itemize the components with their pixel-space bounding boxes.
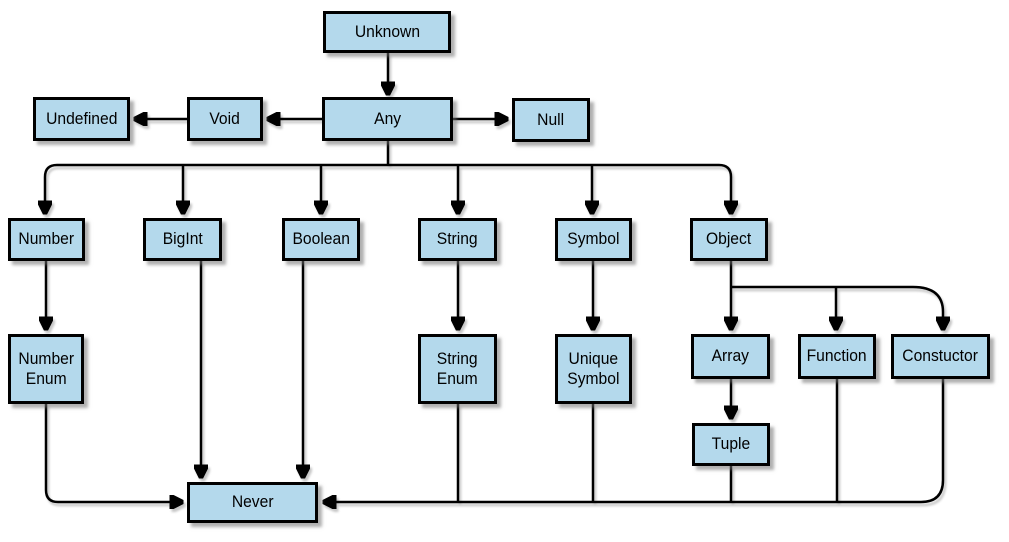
node-bigint-label: BigInt [162, 229, 203, 249]
node-number-enum-label: Number Enum [18, 348, 74, 388]
edge-subbus-constuctor [912, 285, 943, 330]
node-string-label: String [437, 229, 478, 249]
node-symbol: Symbol [555, 218, 632, 261]
node-tuple-label: Tuple [711, 434, 751, 454]
node-number-label: Number [18, 229, 75, 249]
node-string: String [418, 218, 497, 261]
node-symbol-label: Symbol [567, 229, 620, 249]
node-unique-symbol-label: Unique Symbol [567, 348, 620, 388]
node-constuctor: Constuctor [891, 334, 990, 379]
node-boolean-label: Boolean [292, 229, 350, 249]
node-void: Void [187, 97, 263, 141]
node-undefined-label: Undefined [45, 108, 118, 128]
node-object: Object [690, 218, 768, 261]
node-never: Never [187, 482, 318, 523]
node-unknown-label: Unknown [354, 21, 420, 41]
node-string-enum: String Enum [418, 334, 497, 404]
node-undefined: Undefined [33, 97, 130, 141]
node-unique-symbol: Unique Symbol [555, 334, 632, 404]
node-bigint: BigInt [143, 218, 222, 261]
edge-bus-number [45, 163, 58, 214]
node-number: Number [8, 218, 85, 261]
node-any: Any [322, 97, 453, 141]
edge-numberenum-never [44, 404, 183, 502]
node-string-enum-label: String Enum [437, 348, 478, 388]
node-function: Function [798, 334, 876, 379]
node-array-label: Array [711, 346, 750, 366]
node-function-label: Function [806, 346, 867, 366]
node-any-label: Any [374, 108, 401, 128]
node-tuple: Tuple [692, 423, 770, 466]
node-constuctor-label: Constuctor [902, 346, 979, 366]
node-null: Null [512, 98, 590, 142]
edge-bus-object [718, 163, 731, 214]
node-boolean: Boolean [282, 218, 360, 261]
edge-bottom-bus-never [323, 379, 945, 502]
node-object-label: Object [706, 229, 752, 249]
node-number-enum: Number Enum [8, 334, 84, 404]
node-unknown: Unknown [323, 11, 451, 53]
node-null-label: Null [537, 109, 565, 129]
node-never-label: Never [231, 492, 274, 512]
node-void-label: Void [209, 108, 241, 128]
node-array: Array [691, 334, 770, 379]
